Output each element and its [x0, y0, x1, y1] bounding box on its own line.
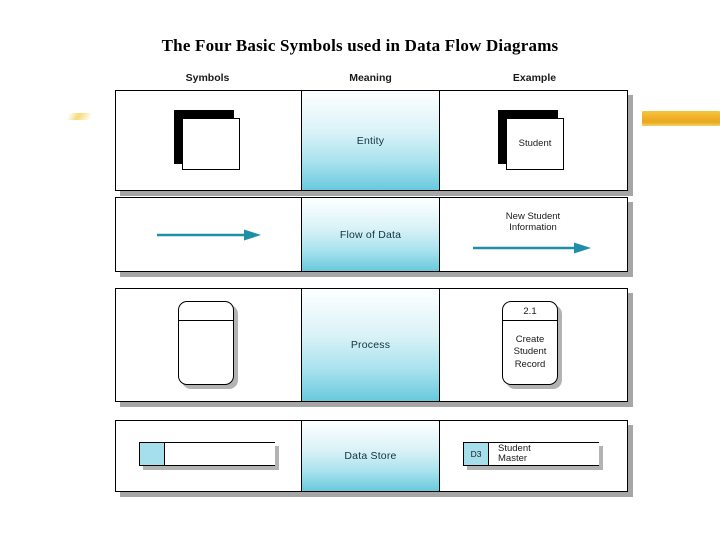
arrow-right-icon: [473, 242, 591, 253]
meaning-label: Process: [350, 339, 391, 351]
entity-example-label: Student: [518, 138, 552, 149]
brush-mark-right-decoration: [642, 111, 720, 126]
brush-mark-left-decoration: [66, 113, 92, 120]
column-header-example: Example: [512, 72, 557, 84]
cell-symbol-process: [116, 289, 301, 401]
process-box: [177, 301, 234, 385]
arrow-right-icon: [156, 229, 261, 240]
flow-caption-line-2: Information: [509, 221, 557, 233]
datastore-name-line-2: Master: [498, 453, 528, 464]
cell-example-flow: New Student Information: [440, 198, 626, 271]
entity-front-square: [181, 117, 240, 170]
flow-example-symbol: New Student Information: [458, 211, 608, 259]
table-row: Process 2.1 Create Student Record: [115, 288, 628, 402]
datastore-name-cell: [165, 443, 275, 465]
process-example-body: Create Student Record: [503, 321, 557, 384]
cell-meaning-process: Process: [301, 289, 440, 401]
cell-example-entity: Student: [440, 91, 626, 190]
entity-example-symbol: Student: [498, 109, 568, 172]
table-row: Data Store D3 Student Master: [115, 420, 628, 492]
process-box: 2.1 Create Student Record: [502, 301, 558, 385]
datastore-symbol: [138, 442, 279, 470]
meaning-label: Data Store: [344, 450, 397, 462]
datastore-box: D3 Student Master: [463, 442, 599, 466]
table-row: Flow of Data New Student Information: [115, 197, 628, 272]
meaning-label: Flow of Data: [339, 228, 402, 241]
table-row: Entity Student: [115, 90, 628, 191]
datastore-name-line-1: Student: [498, 442, 531, 454]
process-body-section: [179, 321, 233, 384]
cell-example-process: 2.1 Create Student Record: [440, 289, 626, 401]
process-body-line-2: Student: [513, 346, 547, 358]
cell-meaning-entity: Entity: [301, 91, 440, 190]
cell-example-datastore: D3 Student Master: [440, 421, 626, 491]
entity-symbol: [173, 109, 244, 172]
process-example-symbol: 2.1 Create Student Record: [502, 301, 564, 389]
page-title: The Four Basic Symbols used in Data Flow…: [161, 36, 559, 55]
datastore-example-name: Student Master: [489, 443, 599, 465]
cell-meaning-datastore: Data Store: [301, 421, 440, 491]
process-id-section: [178, 302, 233, 321]
datastore-box: [138, 442, 275, 466]
cell-meaning-flow: Flow of Data: [301, 198, 440, 271]
cell-symbol-entity: [116, 91, 301, 190]
cell-symbol-flow: [116, 198, 301, 271]
datastore-example-symbol: D3 Student Master: [463, 442, 603, 470]
datastore-id-cell: [139, 443, 165, 465]
meaning-label: Entity: [356, 134, 385, 147]
flow-caption-line-1: New Student: [505, 210, 561, 222]
flow-arrow-symbol: [156, 228, 262, 242]
flow-example-arrow: [472, 241, 592, 260]
process-symbol: [177, 301, 240, 389]
process-body-line-1: Create: [515, 333, 545, 345]
flow-example-caption: New Student Information: [458, 211, 608, 233]
column-header-meaning: Meaning: [349, 72, 392, 84]
cell-symbol-datastore: [116, 421, 301, 491]
process-body-line-3: Record: [514, 358, 546, 370]
datastore-example-id: D3: [464, 443, 489, 465]
entity-front-square: Student: [506, 117, 564, 170]
column-header-symbols: Symbols: [185, 72, 230, 84]
process-example-id: 2.1: [503, 302, 557, 321]
